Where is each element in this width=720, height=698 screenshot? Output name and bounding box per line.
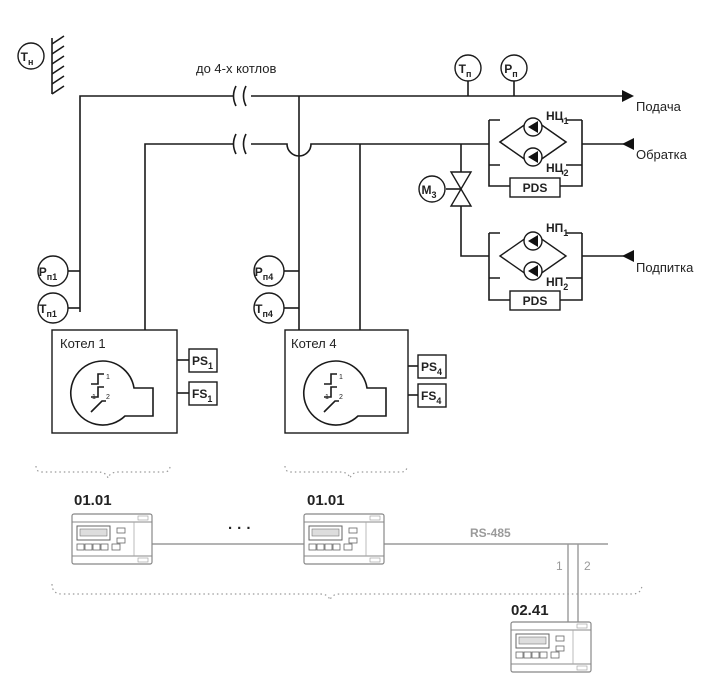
boiler1-temp-sensor: Tп1 bbox=[37, 292, 69, 324]
supply-pipe bbox=[79, 95, 622, 312]
controller4-address: 01.01 bbox=[307, 492, 345, 509]
boiler1-stage1: 1 bbox=[106, 374, 110, 381]
pds-box-makeup bbox=[509, 290, 561, 311]
boiler4-stage3: 2 bbox=[339, 394, 343, 401]
boiler4-brace bbox=[284, 465, 408, 480]
pds-label-heating: PDS bbox=[523, 181, 548, 195]
boiler4-fs-box bbox=[417, 383, 447, 408]
pump-label-makeup2: НП2 bbox=[546, 275, 568, 292]
boiler4-burner-icon bbox=[302, 360, 387, 426]
boiler1-ps-box bbox=[188, 348, 218, 373]
controller4-device bbox=[303, 513, 385, 565]
boiler4-title: Котел 4 bbox=[291, 336, 337, 351]
svg-text:Pп: Pп bbox=[504, 62, 517, 79]
svg-text:Tп4: Tп4 bbox=[255, 302, 273, 319]
makeup-pump-manifold bbox=[488, 232, 583, 301]
boiler1-burner-icon bbox=[69, 360, 154, 426]
supply-pipe-break bbox=[232, 85, 247, 107]
boiler1-brace bbox=[35, 465, 171, 480]
boiler4-ps-box bbox=[417, 354, 447, 379]
valve-motor-icon: M3 bbox=[418, 175, 446, 203]
boiler4-stage1: 1 bbox=[339, 374, 343, 381]
pds-box-heating bbox=[509, 177, 561, 198]
svg-text:Pп4: Pп4 bbox=[255, 265, 273, 282]
heating-pump-body bbox=[498, 118, 568, 166]
boiler4-fs-label: FS4 bbox=[421, 389, 441, 406]
pump-icon-makeup1 bbox=[523, 231, 543, 251]
supply-temp-sensor: Tп bbox=[454, 54, 482, 82]
return-label: Обратка bbox=[636, 147, 688, 162]
makeup-branch-pipe bbox=[460, 144, 489, 257]
controller1-device bbox=[71, 513, 153, 565]
boiler1-ps-label: PS1 bbox=[192, 354, 213, 371]
makeup-arrow bbox=[622, 250, 634, 262]
master-controller-device bbox=[510, 621, 592, 673]
pump-label-makeup1: НП1 bbox=[546, 221, 568, 238]
up-to-boilers-label: до 4-х котлов bbox=[196, 61, 277, 76]
valve-lower bbox=[449, 187, 473, 207]
master-controller-address: 02.41 bbox=[511, 602, 549, 619]
controllers-brace bbox=[51, 583, 643, 602]
rs485-line1-label: 1 bbox=[556, 559, 563, 573]
valve-upper bbox=[449, 171, 473, 191]
supply-arrow bbox=[622, 90, 634, 102]
return-arrow bbox=[622, 138, 634, 150]
makeup-label: Подпитка bbox=[636, 260, 694, 275]
outdoor-temp-sensor: Tн bbox=[17, 42, 45, 70]
return-pipe bbox=[144, 143, 489, 330]
return-pipe-break bbox=[232, 133, 247, 155]
boiler1-stage2: 1 bbox=[92, 394, 96, 401]
boiler4-stage2: 1 bbox=[325, 394, 329, 401]
supply-press-sensor: Pп bbox=[500, 54, 528, 82]
boiler1-fs-label: FS1 bbox=[192, 387, 212, 404]
boiler1-fs-box bbox=[188, 381, 218, 406]
heating-pump-manifold bbox=[488, 119, 583, 187]
svg-text:Tп1: Tп1 bbox=[39, 302, 57, 319]
boiler4-ps-label: PS4 bbox=[421, 360, 442, 377]
supply-label: Подача bbox=[636, 99, 682, 114]
boiler1-stage3: 2 bbox=[106, 394, 110, 401]
pump-label-heat1: НЦ1 bbox=[546, 109, 568, 126]
svg-text:Tн: Tн bbox=[21, 50, 34, 67]
ellipsis: · · · bbox=[228, 520, 251, 537]
boiler1-title: Котел 1 bbox=[60, 336, 106, 351]
svg-text:Tп: Tп bbox=[459, 62, 472, 79]
pump-label-heat2: НЦ2 bbox=[546, 161, 568, 178]
pump-icon-makeup2 bbox=[523, 261, 543, 281]
pds-label-makeup: PDS bbox=[523, 294, 548, 308]
controller1-address: 01.01 bbox=[74, 492, 112, 509]
svg-text:Pп1: Pп1 bbox=[39, 265, 57, 282]
pump-icon-heat1 bbox=[523, 117, 543, 137]
makeup-pump-body bbox=[498, 232, 568, 280]
svg-text:M3: M3 bbox=[421, 183, 436, 200]
rs485-line2-label: 2 bbox=[584, 559, 591, 573]
wall-hatch-icon bbox=[51, 35, 65, 95]
rs485-label: RS-485 bbox=[470, 526, 511, 540]
boiler1-press-sensor: Pп1 bbox=[37, 255, 69, 287]
pump-icon-heat2 bbox=[523, 147, 543, 167]
boiler4-press-sensor: Pп4 bbox=[253, 255, 285, 287]
boiler4-temp-sensor: Tп4 bbox=[253, 292, 285, 324]
